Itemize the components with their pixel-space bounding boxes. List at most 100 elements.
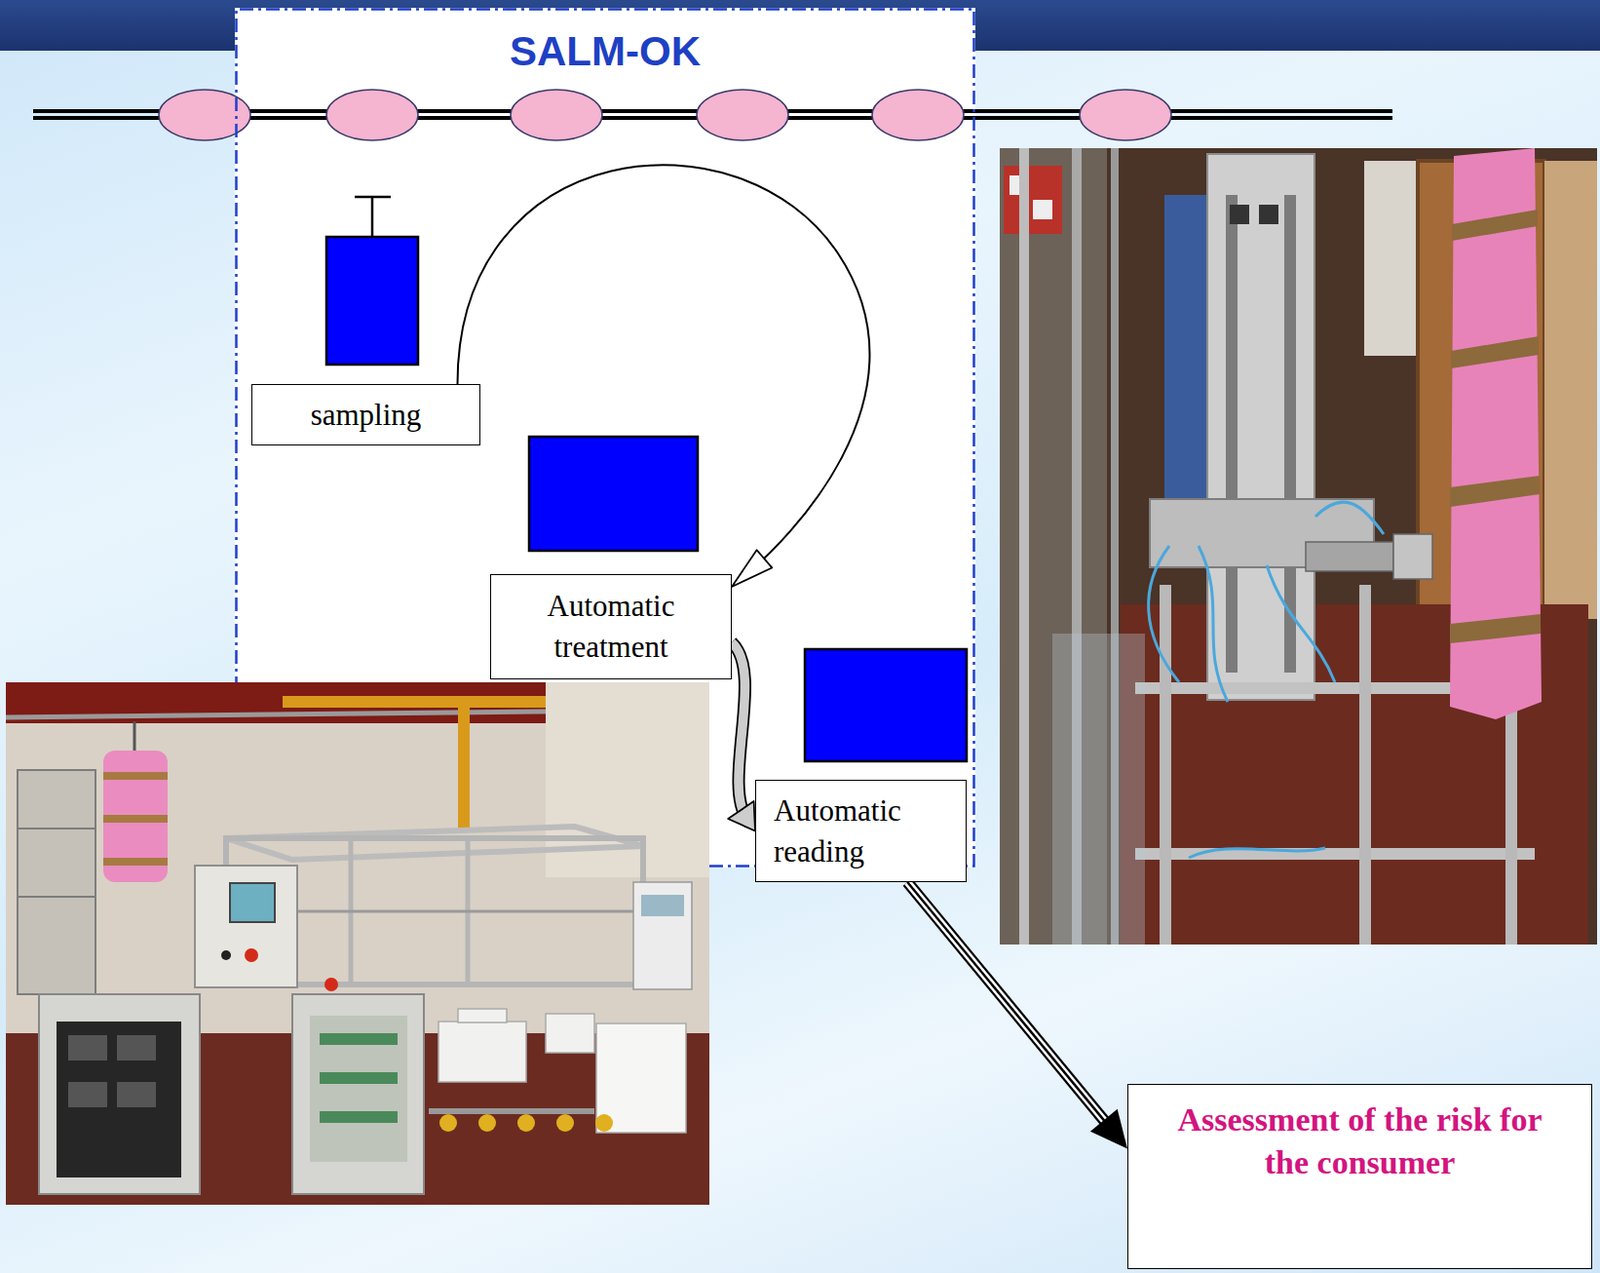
- machine-photo-part-part: [439, 1113, 458, 1132]
- arrow-head: [727, 800, 756, 831]
- robot-photo-part: [1148, 501, 1384, 858]
- machine-photo-part: [68, 1081, 108, 1107]
- arrow-core: [907, 881, 1113, 1132]
- machine-photo-part: [133, 721, 137, 753]
- machine-photo-part: [439, 1113, 613, 1132]
- machine-photo-part-part: [517, 1113, 535, 1132]
- arrow-outline: [731, 642, 747, 818]
- robot-photo-part-part: [1188, 847, 1326, 858]
- robot-photo-part: [1019, 148, 1029, 945]
- robot-photo-part-part: [1315, 501, 1384, 534]
- step-box: Automatic treatment: [490, 573, 732, 680]
- robot-photo-part: [1258, 204, 1279, 225]
- arrow-outline: [907, 881, 1113, 1132]
- arrow-gap: [907, 881, 1113, 1132]
- reading-unit: [804, 648, 967, 762]
- result-text: Assessment of the risk for the consumer: [1160, 1098, 1561, 1184]
- machine-photo-part: [428, 1107, 595, 1114]
- robot-photo-part: [1305, 541, 1394, 572]
- machine-photo-part: [457, 695, 470, 833]
- carcass-ellipse-part: [326, 89, 419, 141]
- machine-photo-part: [229, 882, 275, 922]
- robot-photo-part: [1544, 160, 1598, 619]
- carcass-ellipse-part: [510, 89, 603, 141]
- arrow-head: [1090, 1108, 1128, 1149]
- machine-photo-part-part: [595, 1113, 613, 1132]
- robot-photo-part: [1135, 847, 1535, 860]
- flow-arrow: [727, 642, 756, 831]
- robot-photo-part-part: [1198, 545, 1228, 702]
- robot-photo-part: [1225, 194, 1238, 673]
- robot-photo-part: [1164, 194, 1208, 527]
- machine-photo-part: [194, 865, 298, 988]
- robot-photo-part-part: [1266, 565, 1335, 683]
- machine-photo-part: [68, 1034, 108, 1061]
- region-border: [236, 9, 975, 867]
- robot-photo-part-part: [1148, 545, 1180, 683]
- machine-photo-part: [309, 1015, 408, 1162]
- machine-photo-part: [103, 814, 168, 823]
- robot-photo-part-part: [1451, 209, 1538, 241]
- machine-photo-part: [324, 977, 339, 991]
- machine-photo-part: [116, 1081, 156, 1107]
- step-box: sampling: [251, 383, 481, 446]
- machine-photo-part: [596, 1023, 686, 1133]
- machine-photo-part: [116, 1034, 156, 1061]
- step-box: Automatic reading: [755, 779, 967, 882]
- machine-photo-part: [221, 950, 231, 960]
- carcass-ellipse-part: [696, 89, 789, 141]
- arrow-line: [457, 164, 871, 571]
- machine-photo-part: [17, 895, 96, 898]
- robot-photo-part: [1393, 533, 1433, 579]
- robot-photo-part: [1449, 209, 1541, 644]
- machine-photo-part: [319, 1110, 398, 1123]
- machine-photo-part-part: [478, 1113, 496, 1132]
- robot-photo-part: [1159, 584, 1172, 945]
- robot-photo-part: [1229, 204, 1250, 225]
- sampling-syringe-part: [371, 196, 375, 237]
- machine-photo-part-part: [556, 1113, 574, 1132]
- robot-photo-part-part: [1449, 475, 1540, 507]
- arrow-head: [731, 549, 772, 587]
- machine-photo-part: [17, 827, 96, 830]
- process-region: SALM-OKsamplingAutomatic treatmentAutoma…: [234, 7, 976, 868]
- treatment-unit: [529, 436, 698, 551]
- machine-photo-part: [319, 1032, 398, 1045]
- robot-photo-part-part: [1449, 613, 1541, 644]
- sampling-syringe: [326, 196, 419, 365]
- machine-photo-part: [244, 948, 259, 962]
- machine-photo-part: [103, 771, 168, 780]
- robot-photo-part: [1284, 194, 1296, 673]
- region-title: SALM-OK: [234, 29, 976, 75]
- sampling-syringe-part: [354, 195, 391, 199]
- machine-photo-part: [438, 1021, 527, 1082]
- step-label: sampling: [310, 394, 422, 436]
- step-label: Automatic treatment: [502, 585, 720, 668]
- machine-photo-part: [103, 750, 168, 882]
- machine-photo-part: [319, 1071, 398, 1084]
- machine-photo-part: [226, 826, 644, 860]
- carcass-ellipse-part: [872, 89, 964, 141]
- result-box: Assessment of the risk for the consumer: [1127, 1083, 1593, 1269]
- sampling-syringe-part: [326, 236, 419, 365]
- step-label: Automatic reading: [773, 790, 954, 873]
- machine-photo-part: [56, 1021, 182, 1178]
- machine-photo-part: [38, 993, 200, 1194]
- machine-photo-part: [457, 1008, 507, 1023]
- carcass-ellipse-part: [1079, 89, 1172, 141]
- flow-arrow: [907, 881, 1128, 1149]
- arrow-body: [731, 642, 747, 818]
- robot-photo-part: [999, 148, 1598, 945]
- robot-photo-part: [1359, 584, 1372, 945]
- machine-photo: [5, 682, 710, 1205]
- machine-photo-part: [103, 857, 168, 866]
- machine-photo-part: [641, 894, 685, 916]
- robot-photo-part: [1052, 633, 1145, 945]
- machine-photo-part: [633, 881, 692, 990]
- flow-arrow: [457, 164, 871, 587]
- machine-photo-part: [545, 1013, 595, 1053]
